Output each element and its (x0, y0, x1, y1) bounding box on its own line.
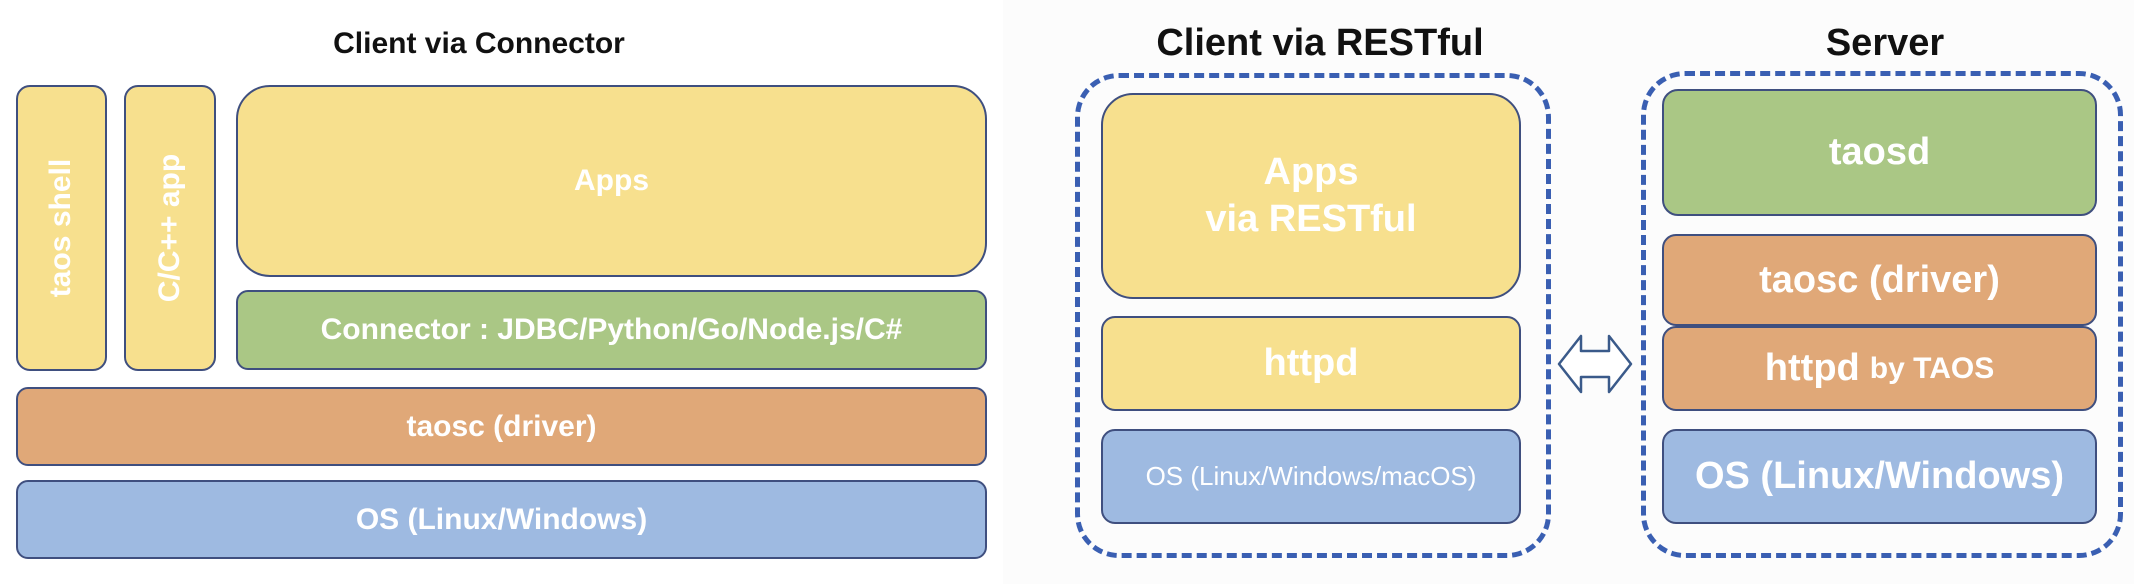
connector-label: Connector : JDBC/Python/Go/Node.js/C# (320, 313, 903, 346)
os-restful-box: OS (Linux/Windows/macOS) (1101, 429, 1521, 524)
server-title: Server (1825, 22, 1945, 64)
server-os-label: OS (Linux/Windows) (1694, 455, 2065, 497)
server-taosc-driver-label: taosc (driver) (1759, 258, 2000, 301)
cpp-app-label: C/C++ app (153, 153, 186, 303)
double-arrow-icon (1557, 334, 1633, 394)
httpd-by-taos-box: httpd by TAOS (1662, 326, 2097, 411)
taosd-box: taosd (1662, 89, 2097, 216)
apps-box: Apps (236, 85, 987, 277)
taosc-driver-label: taosc (driver) (406, 409, 597, 443)
taos-shell-label: taos shell (44, 158, 78, 298)
apps-via-restful-line1: Apps (1263, 150, 1359, 193)
apps-via-restful-box: Apps via RESTful (1101, 93, 1521, 299)
client-via-restful-title: Client via RESTful (1156, 22, 1484, 64)
os-label: OS (Linux/Windows) (355, 502, 648, 536)
taos-shell-box: taos shell (16, 85, 107, 371)
httpd-label: httpd (1263, 342, 1359, 384)
taosd-label: taosd (1828, 131, 1931, 173)
taosc-driver-box: taosc (driver) (16, 387, 987, 466)
client-via-connector-title: Client via Connector (333, 27, 625, 60)
server-os-box: OS (Linux/Windows) (1662, 429, 2097, 524)
apps-via-restful-line2: via RESTful (1205, 198, 1417, 240)
cpp-app-box: C/C++ app (124, 85, 216, 371)
os-box: OS (Linux/Windows) (16, 480, 987, 559)
httpd-box: httpd (1101, 316, 1521, 411)
client-via-connector-panel: Client via Connector taos shell C/C++ ap… (0, 0, 1003, 584)
apps-label: Apps (574, 164, 649, 197)
server-httpd-label: httpd (1764, 347, 1860, 389)
restful-server-panel: Client via RESTful Apps via RESTful http… (1003, 0, 2134, 584)
client-via-restful-container (1075, 73, 1551, 558)
server-container (1641, 71, 2123, 558)
connector-box: Connector : JDBC/Python/Go/Node.js/C# (236, 290, 987, 370)
server-taosc-driver-box: taosc (driver) (1662, 234, 2097, 326)
os-restful-label: OS (Linux/Windows/macOS) (1145, 461, 1477, 491)
httpd-by-taos-suffix: by TAOS (1869, 351, 1995, 385)
